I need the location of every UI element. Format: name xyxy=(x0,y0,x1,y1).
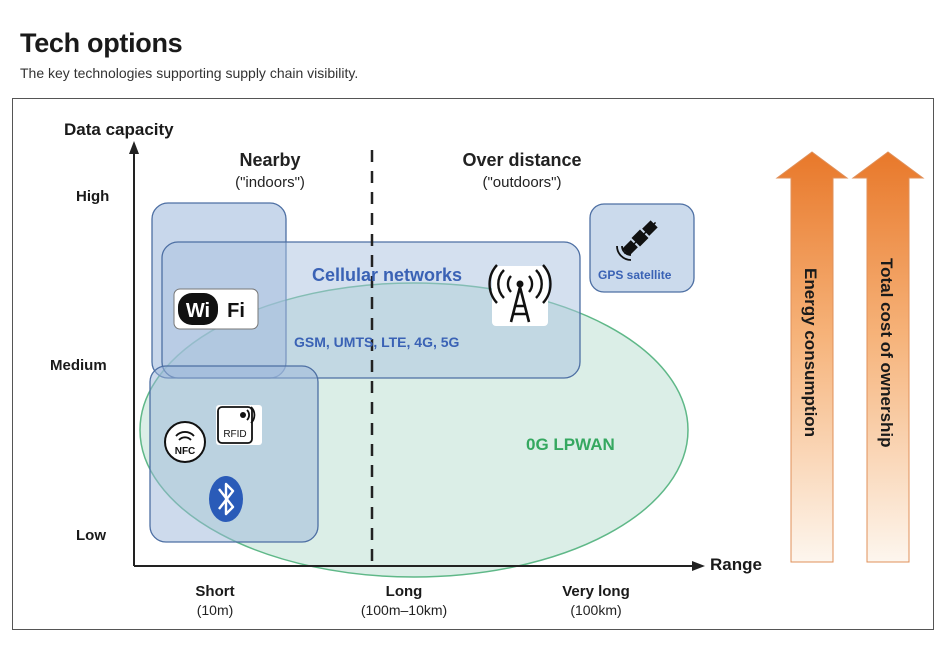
cellular-networks-label: Cellular networks xyxy=(312,265,463,285)
wifi-icon: Wi Fi xyxy=(173,288,259,330)
y-tick-high: High xyxy=(76,188,110,205)
y-axis-title: Data capacity xyxy=(64,120,174,139)
energy-consumption-label: Energy consumption xyxy=(801,268,820,438)
over-distance-subheading: ("outdoors") xyxy=(482,174,562,191)
cell-tower-icon xyxy=(488,264,552,326)
diagram-frame xyxy=(12,98,934,630)
x-axis-title: Range xyxy=(710,555,762,574)
page-subtitle: The key technologies supporting supply c… xyxy=(20,65,359,81)
lpwan-label: 0G LPWAN xyxy=(526,435,615,454)
page-title: Tech options xyxy=(20,28,183,58)
x-tick-very-long: Very long xyxy=(562,583,630,600)
gps-satellite-label: GPS satellite xyxy=(598,268,672,282)
nfc-icon: NFC xyxy=(164,421,206,463)
y-tick-medium: Medium xyxy=(50,357,107,374)
over-distance-heading: Over distance xyxy=(462,150,582,170)
total-cost-arrow xyxy=(851,151,925,563)
short-range-region-box xyxy=(149,365,319,543)
cellular-standards-label: GSM, UMTS, LTE, 4G, 5G xyxy=(294,334,460,350)
satellite-signal-icon xyxy=(616,245,632,261)
y-axis-arrowhead xyxy=(129,141,139,154)
wifi-icon-left-text: Wi xyxy=(186,300,210,322)
x-tick-short-sub: (10m) xyxy=(196,602,234,618)
x-tick-very-long-sub: (100km) xyxy=(570,602,622,618)
wifi-icon-right-text: Fi xyxy=(227,300,245,322)
y-tick-low: Low xyxy=(76,527,106,544)
rfid-icon-text: RFID xyxy=(223,429,246,440)
gps-region-box xyxy=(589,203,695,293)
nfc-icon-text: NFC xyxy=(175,446,196,457)
x-tick-long-sub: (100m–10km) xyxy=(360,602,448,618)
satellite-icon xyxy=(622,220,658,256)
rfid-icon: RFID xyxy=(216,405,262,445)
x-tick-long: Long xyxy=(385,583,423,600)
energy-consumption-arrow xyxy=(775,151,849,563)
nearby-heading: Nearby xyxy=(239,150,301,170)
bluetooth-icon xyxy=(209,476,243,522)
total-cost-label: Total cost of ownership xyxy=(877,258,896,448)
x-tick-short: Short xyxy=(195,583,235,600)
nearby-subheading: ("indoors") xyxy=(235,174,305,191)
x-axis-arrowhead xyxy=(692,561,705,571)
